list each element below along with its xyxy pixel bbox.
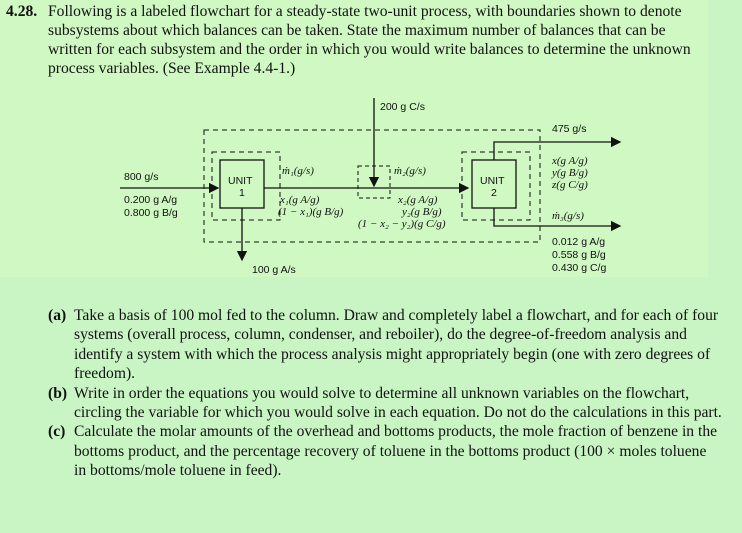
question-c-text: Calculate the molar amounts of the overh… xyxy=(74,423,718,480)
question-a: (a) Take a basis of 100 mol fed to the c… xyxy=(48,306,722,384)
question-a-text: Take a basis of 100 mol fed to the colum… xyxy=(74,307,719,383)
question-c-tag: (c) xyxy=(48,423,66,441)
problem-body: Following is a labeled flowchart for a s… xyxy=(48,3,691,77)
question-b-tag: (b) xyxy=(48,384,68,402)
question-b: (b) Write in order the equations you wou… xyxy=(48,384,722,423)
problem-statement: 4.28. Following is a labeled flowchart f… xyxy=(6,2,706,78)
question-c: (c) Calculate the molar amounts of the o… xyxy=(48,422,722,480)
question-b-text: Write in order the equations you would s… xyxy=(74,384,722,422)
question-a-tag: (a) xyxy=(48,307,67,324)
question-list: (a) Take a basis of 100 mol fed to the c… xyxy=(48,306,722,481)
problem-number: 4.28. xyxy=(6,3,38,20)
